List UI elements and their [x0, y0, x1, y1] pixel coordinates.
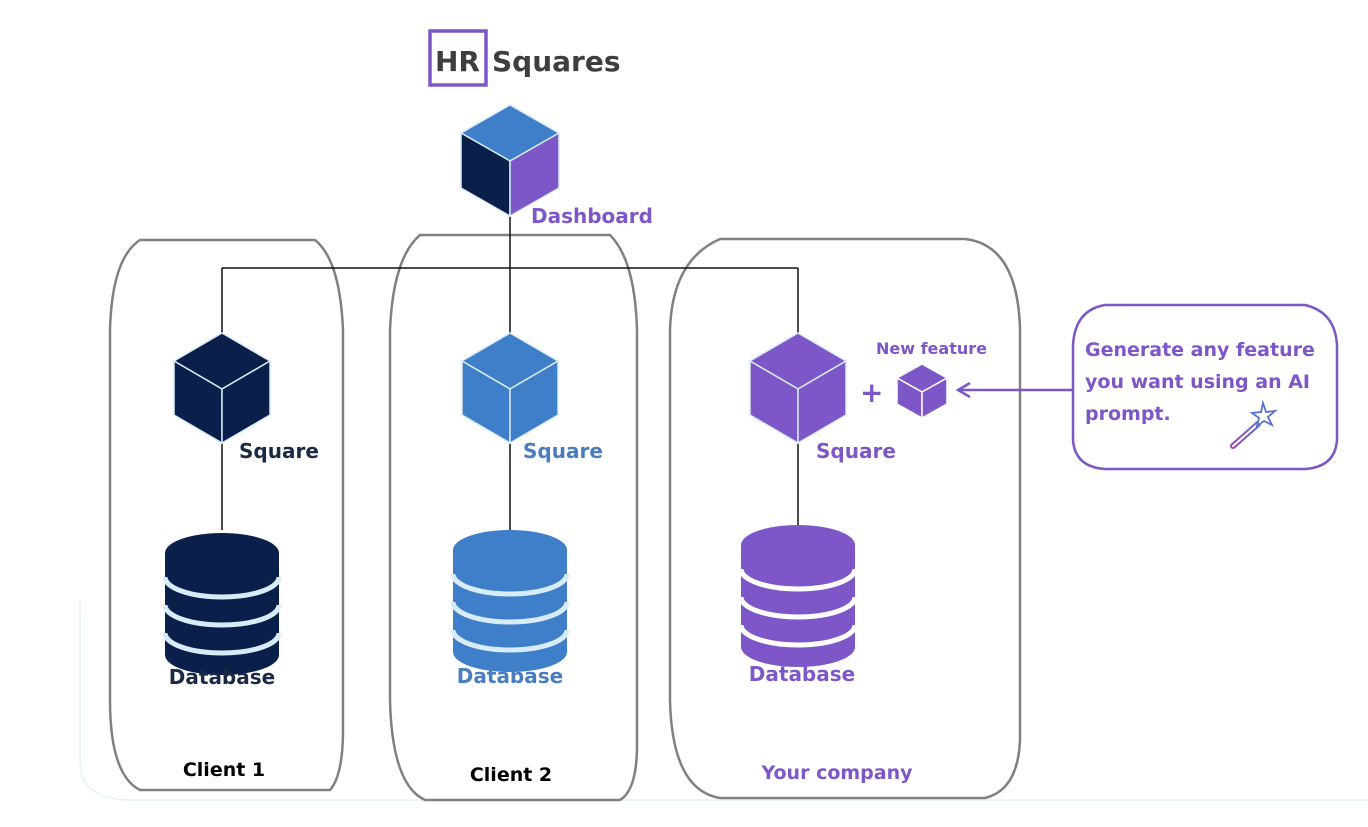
square-cube-icon: [748, 332, 848, 445]
database-label: Database: [749, 662, 855, 686]
dashboard-cube-icon: [459, 104, 561, 218]
logo-hr-box: [428, 29, 488, 87]
callout-arrow: [955, 381, 1074, 399]
square-label: Square: [816, 439, 896, 463]
group-label-client1: Client 1: [183, 759, 265, 781]
database-icon: [738, 525, 858, 667]
database-icon: [162, 533, 282, 675]
group-outline-client1: [108, 238, 345, 792]
database-label: Database: [169, 665, 275, 689]
callout-line-2: you want using an AI: [1085, 371, 1310, 393]
callout-box: [1071, 303, 1339, 471]
dashboard-label: Dashboard: [531, 204, 653, 228]
logo: HR Squares: [428, 29, 621, 87]
database-icon: [450, 530, 570, 672]
new-feature-label: New feature: [876, 339, 987, 358]
group-outline-client2: [388, 233, 639, 802]
square-cube-icon: [460, 332, 560, 445]
background-panel: [79, 600, 1368, 801]
group-outline-company: [668, 237, 1022, 800]
group-label-client2: Client 2: [470, 764, 552, 786]
square-cube-icon: [172, 332, 272, 445]
square-label: Square: [239, 439, 319, 463]
callout-line-3: prompt.: [1085, 403, 1171, 425]
logo-name-text: Squares: [492, 45, 621, 78]
square-label: Square: [523, 439, 603, 463]
logo-hr-text: HR: [435, 45, 480, 78]
connectors: [221, 215, 799, 530]
database-label: Database: [457, 664, 563, 688]
new-feature-cube-icon: [895, 363, 949, 420]
callout-line-1: Generate any feature: [1085, 339, 1315, 361]
plus-symbol: +: [860, 376, 883, 409]
magic-wand-icon: [1230, 399, 1278, 449]
group-label-company: Your company: [760, 762, 913, 784]
